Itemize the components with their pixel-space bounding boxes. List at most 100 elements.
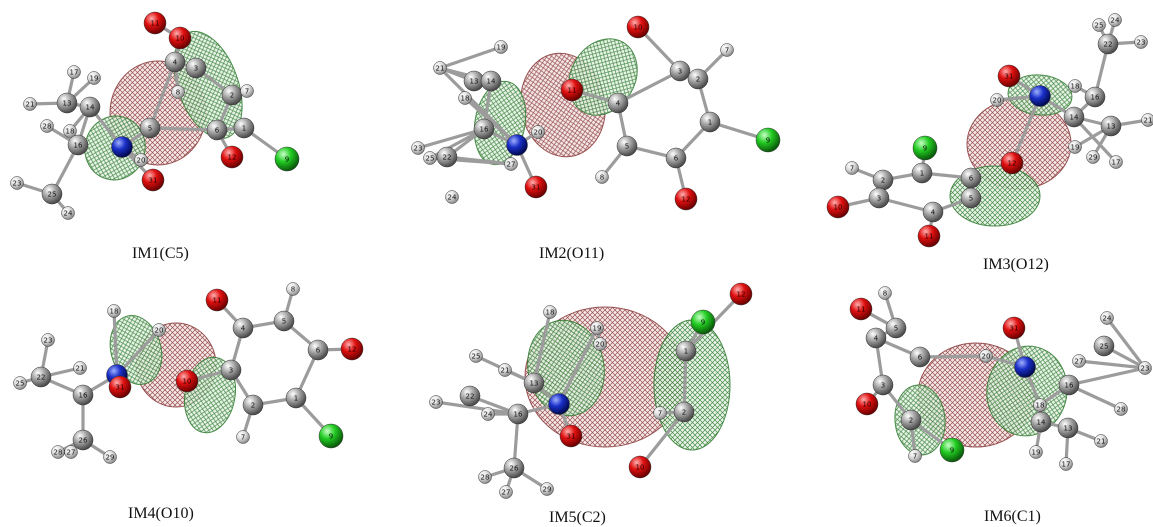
atom-number-label: 11 xyxy=(925,233,934,241)
atom-c-im2 xyxy=(616,135,638,157)
atom-number-label: 18 xyxy=(461,95,470,103)
atom-number-label: 31 xyxy=(116,384,125,392)
bond-im2 xyxy=(438,66,519,147)
atom-number-label: 22 xyxy=(466,393,475,401)
atom-number-label: 25 xyxy=(1095,22,1104,30)
atom-h-im2 xyxy=(595,170,609,184)
atom-h-im2 xyxy=(445,190,459,204)
atom-o-im3 xyxy=(917,224,941,248)
atom-c-im3 xyxy=(1063,106,1085,128)
bond-im6 xyxy=(918,354,988,359)
atom-number-label: 26 xyxy=(510,465,519,473)
atom-number-label: 20 xyxy=(982,353,991,361)
atom-h-im4 xyxy=(13,376,27,390)
atom-number-label: 7 xyxy=(913,453,917,461)
atom-number-label: 31 xyxy=(532,184,541,192)
atom-number-label: 19 xyxy=(593,325,602,333)
atom-c-im2 xyxy=(669,60,691,82)
atom-h-im3 xyxy=(845,161,859,175)
atom-h-im1 xyxy=(63,124,77,138)
atom-number-label: 13 xyxy=(1107,123,1116,131)
atom-number-label: 21 xyxy=(76,365,85,373)
atom-c-im4 xyxy=(232,317,254,339)
atom-h-im2 xyxy=(720,43,734,57)
atom-number-label: 29 xyxy=(543,486,552,494)
atom-number-label: 6 xyxy=(215,127,220,135)
atom-c-im1 xyxy=(67,134,89,156)
atom-c-im2 xyxy=(665,147,687,169)
atom-number-label: 16 xyxy=(514,411,523,419)
atom-h-im6 xyxy=(1094,434,1108,448)
atom-cl-im3 xyxy=(912,135,938,161)
atom-number-label: 2 xyxy=(696,76,700,84)
atom-n-im5 xyxy=(548,393,570,415)
atom-c-im5 xyxy=(503,457,525,479)
atom-h-im2 xyxy=(458,91,472,105)
atom-number-label: 27 xyxy=(1075,358,1084,366)
atom-number-label: 19 xyxy=(497,44,506,52)
atom-number-label: 1 xyxy=(708,119,712,127)
panel-label-im2: IM2(O11) xyxy=(539,245,605,262)
atom-o-im5 xyxy=(559,424,583,448)
atom-number-label: 11 xyxy=(568,87,577,95)
bond-im1 xyxy=(148,60,177,130)
atom-h-im3 xyxy=(990,93,1004,107)
atom-number-label: 31 xyxy=(149,177,158,185)
atom-o-im1 xyxy=(168,26,192,50)
atom-number-label: 19 xyxy=(1032,449,1041,457)
bond-im5 xyxy=(557,326,599,406)
atom-number-label: 24 xyxy=(64,210,73,218)
orbital-lobe-positive-im6-17 xyxy=(986,345,1068,437)
atom-c-im5 xyxy=(675,340,697,362)
atom-c-im3 xyxy=(1084,86,1106,108)
atom-number-label: 3 xyxy=(194,65,198,73)
atom-number-label: 1 xyxy=(920,170,924,178)
atom-h-im5 xyxy=(540,482,554,496)
atom-number-label: 24 xyxy=(1103,315,1112,323)
atom-number-label: 5 xyxy=(148,125,152,133)
atom-number-label: 25 xyxy=(1100,343,1109,351)
atom-c-im3 xyxy=(1100,115,1122,137)
atom-number-label: 18 xyxy=(1071,83,1080,91)
atom-number-label: 12 xyxy=(348,346,357,354)
atom-o-im2 xyxy=(626,15,650,39)
atom-c-im3 xyxy=(911,162,933,184)
atom-c-im4 xyxy=(285,387,307,409)
atom-number-label: 14 xyxy=(487,78,496,86)
atom-number-label: 16 xyxy=(79,392,88,400)
atom-h-im1 xyxy=(23,97,37,111)
atom-number-label: 16 xyxy=(480,126,489,134)
atom-number-label: 7 xyxy=(241,434,245,442)
atom-number-label: 7 xyxy=(850,165,854,173)
atom-o-im2 xyxy=(524,175,548,199)
atom-number-label: 28 xyxy=(1117,406,1126,414)
atom-number-label: 24 xyxy=(484,411,493,419)
bond-im1 xyxy=(148,126,219,132)
atom-c-im4 xyxy=(220,359,242,381)
atom-number-label: 10 xyxy=(834,204,843,212)
atom-number-label: 13 xyxy=(63,100,72,108)
atom-h-im2 xyxy=(411,141,425,155)
atom-h-im3 xyxy=(1141,113,1153,127)
atom-h-im1 xyxy=(67,65,81,79)
atom-h-im3 xyxy=(1068,79,1082,93)
atom-number-label: 22 xyxy=(443,154,452,162)
atom-number-label: 2 xyxy=(230,92,234,100)
atom-h-im1 xyxy=(134,153,148,167)
atom-h-im4 xyxy=(286,282,300,296)
atom-o-im1 xyxy=(143,11,167,35)
atom-c-im6 xyxy=(1030,411,1052,433)
atom-number-label: 27 xyxy=(67,449,76,457)
atom-number-label: 26 xyxy=(79,437,88,445)
atom-c-im5 xyxy=(523,372,545,394)
atom-number-label: 12 xyxy=(682,196,691,204)
atom-number-label: 9 xyxy=(766,137,770,145)
atom-number-label: 9 xyxy=(950,447,954,455)
atom-h-im4 xyxy=(103,450,117,464)
atom-number-label: 17 xyxy=(1112,159,1121,167)
atom-number-label: 18 xyxy=(110,308,119,316)
bond-im6 xyxy=(1105,316,1147,370)
atom-number-label: 10 xyxy=(634,24,643,32)
atom-n-im1 xyxy=(111,136,133,158)
atom-number-label: 17 xyxy=(70,69,79,77)
